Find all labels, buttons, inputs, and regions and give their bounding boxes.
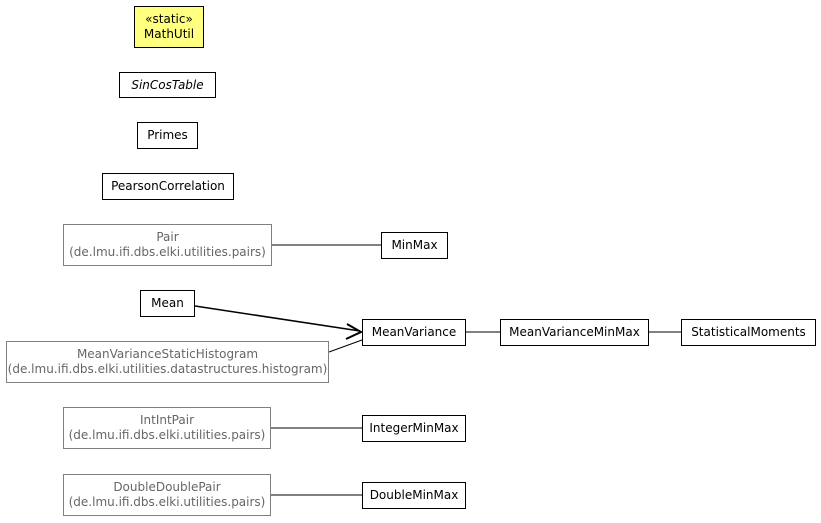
node-pair[interactable]: Pair (de.lmu.ifi.dbs.elki.utilities.pair… bbox=[63, 224, 272, 266]
package-label: (de.lmu.ifi.dbs.elki.utilities.datastruc… bbox=[7, 362, 328, 376]
class-name: MeanVarianceStaticHistogram bbox=[76, 347, 259, 361]
node-pearsoncorrelation[interactable]: PearsonCorrelation bbox=[102, 173, 234, 200]
class-name: PearsonCorrelation bbox=[111, 179, 225, 193]
stereotype-label: «static» bbox=[145, 12, 193, 26]
node-integerminmax[interactable]: IntegerMinMax bbox=[362, 415, 466, 442]
node-mathutil[interactable]: «static» MathUtil bbox=[134, 6, 204, 48]
node-mean[interactable]: Mean bbox=[140, 290, 195, 317]
class-name: StatisticalMoments bbox=[691, 325, 806, 339]
class-name: Pair bbox=[156, 230, 179, 244]
package-label: (de.lmu.ifi.dbs.elki.utilities.pairs) bbox=[68, 428, 266, 442]
package-label: (de.lmu.ifi.dbs.elki.utilities.pairs) bbox=[68, 495, 266, 509]
package-label: (de.lmu.ifi.dbs.elki.utilities.pairs) bbox=[69, 245, 266, 259]
node-doubledoublepair[interactable]: DoubleDoublePair (de.lmu.ifi.dbs.elki.ut… bbox=[63, 474, 271, 516]
node-minmax[interactable]: MinMax bbox=[381, 232, 448, 259]
class-name: SinCosTable bbox=[131, 77, 204, 92]
node-statisticalmoments[interactable]: StatisticalMoments bbox=[681, 319, 816, 346]
node-meanvariance[interactable]: MeanVariance bbox=[362, 319, 466, 346]
node-meanvariancestatichistogram[interactable]: MeanVarianceStaticHistogram (de.lmu.ifi.… bbox=[6, 341, 329, 383]
class-name: MathUtil bbox=[143, 27, 195, 41]
node-sincostable[interactable]: SinCosTable bbox=[119, 72, 216, 98]
class-name: Mean bbox=[151, 296, 184, 310]
class-name: MeanVariance bbox=[371, 325, 457, 339]
node-primes[interactable]: Primes bbox=[137, 122, 198, 149]
edge-meanvariancestatichistogram-meanvariance bbox=[328, 339, 363, 353]
class-name: MinMax bbox=[391, 238, 438, 252]
class-name: Primes bbox=[147, 128, 188, 142]
class-name: DoubleDoublePair bbox=[113, 480, 221, 494]
class-name: MeanVarianceMinMax bbox=[509, 325, 640, 339]
edge-mean-meanvariance bbox=[194, 305, 364, 340]
node-meanvarianceminmax[interactable]: MeanVarianceMinMax bbox=[500, 319, 649, 346]
node-intintpair[interactable]: IntIntPair (de.lmu.ifi.dbs.elki.utilitie… bbox=[63, 407, 271, 449]
class-name: IntegerMinMax bbox=[369, 421, 459, 435]
class-name: IntIntPair bbox=[139, 413, 195, 427]
class-name: DoubleMinMax bbox=[369, 488, 459, 502]
node-doubleminmax[interactable]: DoubleMinMax bbox=[362, 482, 466, 509]
